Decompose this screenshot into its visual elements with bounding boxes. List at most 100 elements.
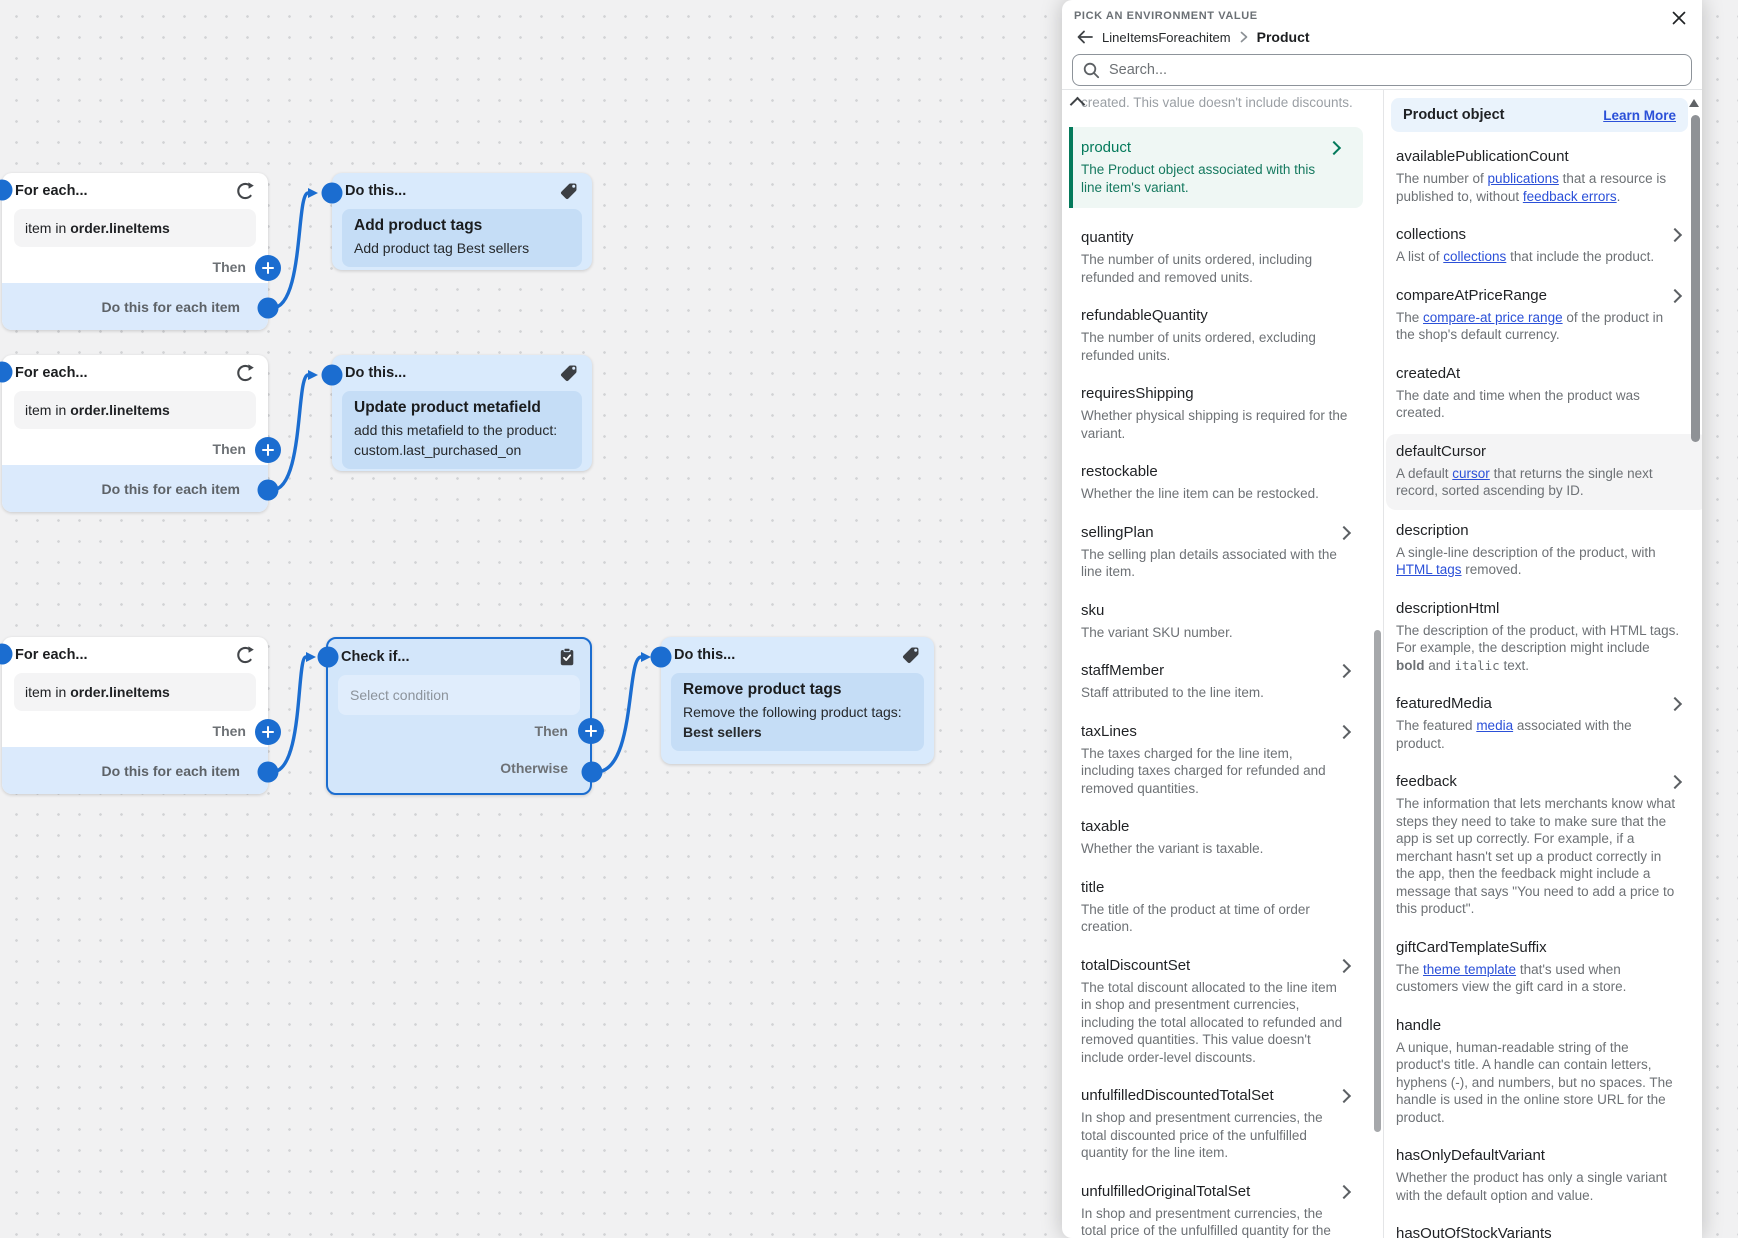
- text-segment: The: [1396, 309, 1424, 325]
- action-card-remove-product-tags[interactable]: Do this... Remove product tags Remove th…: [661, 637, 934, 764]
- field-name: taxLines: [1081, 722, 1137, 740]
- right-scrollbar-thumb[interactable]: [1691, 115, 1700, 442]
- condition-select[interactable]: Select condition: [338, 675, 580, 715]
- chevron-right-icon: [1336, 1088, 1352, 1104]
- field-row: requiresShipping: [1081, 385, 1349, 403]
- learn-more-link[interactable]: Learn More: [1603, 107, 1676, 123]
- breadcrumb-parent[interactable]: LineItemsForeachitem: [1102, 29, 1231, 45]
- field-row: title: [1081, 879, 1349, 897]
- foreach-footer[interactable]: Do this for each item: [2, 747, 268, 794]
- text-segment: .: [1616, 188, 1621, 204]
- doc-link[interactable]: collections: [1443, 249, 1507, 264]
- search-box[interactable]: [1072, 54, 1692, 86]
- loop-variable-field[interactable]: item in order.lineItems: [14, 391, 256, 429]
- text-segment: A single-line description of the product…: [1396, 544, 1656, 560]
- foreach-footer[interactable]: Do this for each item: [2, 283, 268, 330]
- close-icon[interactable]: [1670, 9, 1688, 27]
- text-segment: The description of the product, with HTM…: [1396, 622, 1680, 656]
- field-row: availablePublicationCount: [1396, 148, 1680, 166]
- add-then-step-button[interactable]: [578, 718, 604, 744]
- field-row: taxable: [1081, 818, 1349, 836]
- foreach-footer-label: Do this for each item: [101, 762, 240, 779]
- text-segment: removed.: [1461, 562, 1522, 577]
- doc-link[interactable]: HTML tags: [1396, 562, 1462, 577]
- field-name: unfulfilledOriginalTotalSet: [1081, 1182, 1251, 1200]
- add-step-button[interactable]: [255, 719, 281, 745]
- bold-text: bold: [1396, 657, 1425, 673]
- doc-link[interactable]: publications: [1487, 171, 1559, 186]
- chevron-right-icon: [1336, 525, 1352, 540]
- loop-variable-ref: order.lineItems: [70, 220, 170, 236]
- doc-link[interactable]: media: [1476, 718, 1514, 733]
- loop-variable-ref: order.lineItems: [70, 402, 170, 418]
- field-row: hasOutOfStockVariants: [1396, 1225, 1680, 1238]
- chevron-right-icon: [1336, 663, 1352, 679]
- back-arrow-icon[interactable]: [1076, 29, 1093, 45]
- tag-icon: [559, 181, 579, 201]
- field-row: sellingPlan: [1081, 524, 1352, 542]
- loop-variable-prefix: item in: [25, 220, 67, 236]
- text-segment: Whether the product has only a single va…: [1396, 1170, 1667, 1203]
- field-row: restockable: [1081, 463, 1349, 481]
- add-step-button[interactable]: [255, 255, 281, 281]
- add-step-button[interactable]: [255, 437, 281, 463]
- chevron-right-icon: [1667, 288, 1683, 303]
- text-segment: associated with the product.: [1396, 718, 1632, 751]
- then-label: Then: [534, 723, 568, 739]
- doc-link[interactable]: feedback errors: [1522, 188, 1617, 204]
- action-card-update-product-metafield[interactable]: Do this... Update product metafield add …: [332, 355, 592, 471]
- search-input[interactable]: [1107, 61, 1682, 79]
- field-description: The taxes charged for the line item, inc…: [1081, 745, 1326, 796]
- scrollbar-up-arrow[interactable]: [1689, 99, 1699, 107]
- doc-link[interactable]: compare-at price range: [1423, 309, 1563, 325]
- breadcrumb-current: Product: [1256, 29, 1310, 45]
- doc-link[interactable]: theme template: [1423, 961, 1517, 977]
- text-segment: A default: [1396, 465, 1453, 481]
- for-each-card[interactable]: For each... item in order.lineItems Then…: [2, 173, 281, 330]
- foreach-footer-label: Do this for each item: [101, 298, 240, 315]
- foreach-footer[interactable]: Do this for each item: [2, 465, 268, 512]
- loop-variable-prefix: item in: [25, 684, 67, 700]
- env-field-hasOutOfStockVariants[interactable]: hasOutOfStockVariantsWhether the product…: [1396, 1225, 1702, 1238]
- loop-variable-field[interactable]: item in order.lineItems: [14, 209, 256, 247]
- check-if-card[interactable]: Check if... Select condition Then Otherw…: [326, 637, 604, 795]
- loop-variable-field[interactable]: item in order.lineItems: [14, 673, 256, 711]
- for-each-card[interactable]: For each... item in order.lineItems Then…: [2, 637, 281, 794]
- object-detail-column: Product object Learn More availablePubli…: [1383, 90, 1702, 1238]
- action-card-add-product-tags[interactable]: Do this... Add product tags Add product …: [332, 173, 592, 270]
- field-name: availablePublicationCount: [1396, 148, 1569, 165]
- field-name: compareAtPriceRange: [1396, 286, 1547, 304]
- field-row: sku: [1081, 602, 1349, 620]
- doc-link[interactable]: cursor: [1452, 465, 1490, 481]
- field-row: handle: [1396, 1017, 1680, 1035]
- field-name: requiresShipping: [1081, 385, 1194, 402]
- left-scrollbar-thumb[interactable]: [1374, 630, 1381, 1132]
- for-each-card[interactable]: For each... item in order.lineItems Then…: [2, 355, 281, 512]
